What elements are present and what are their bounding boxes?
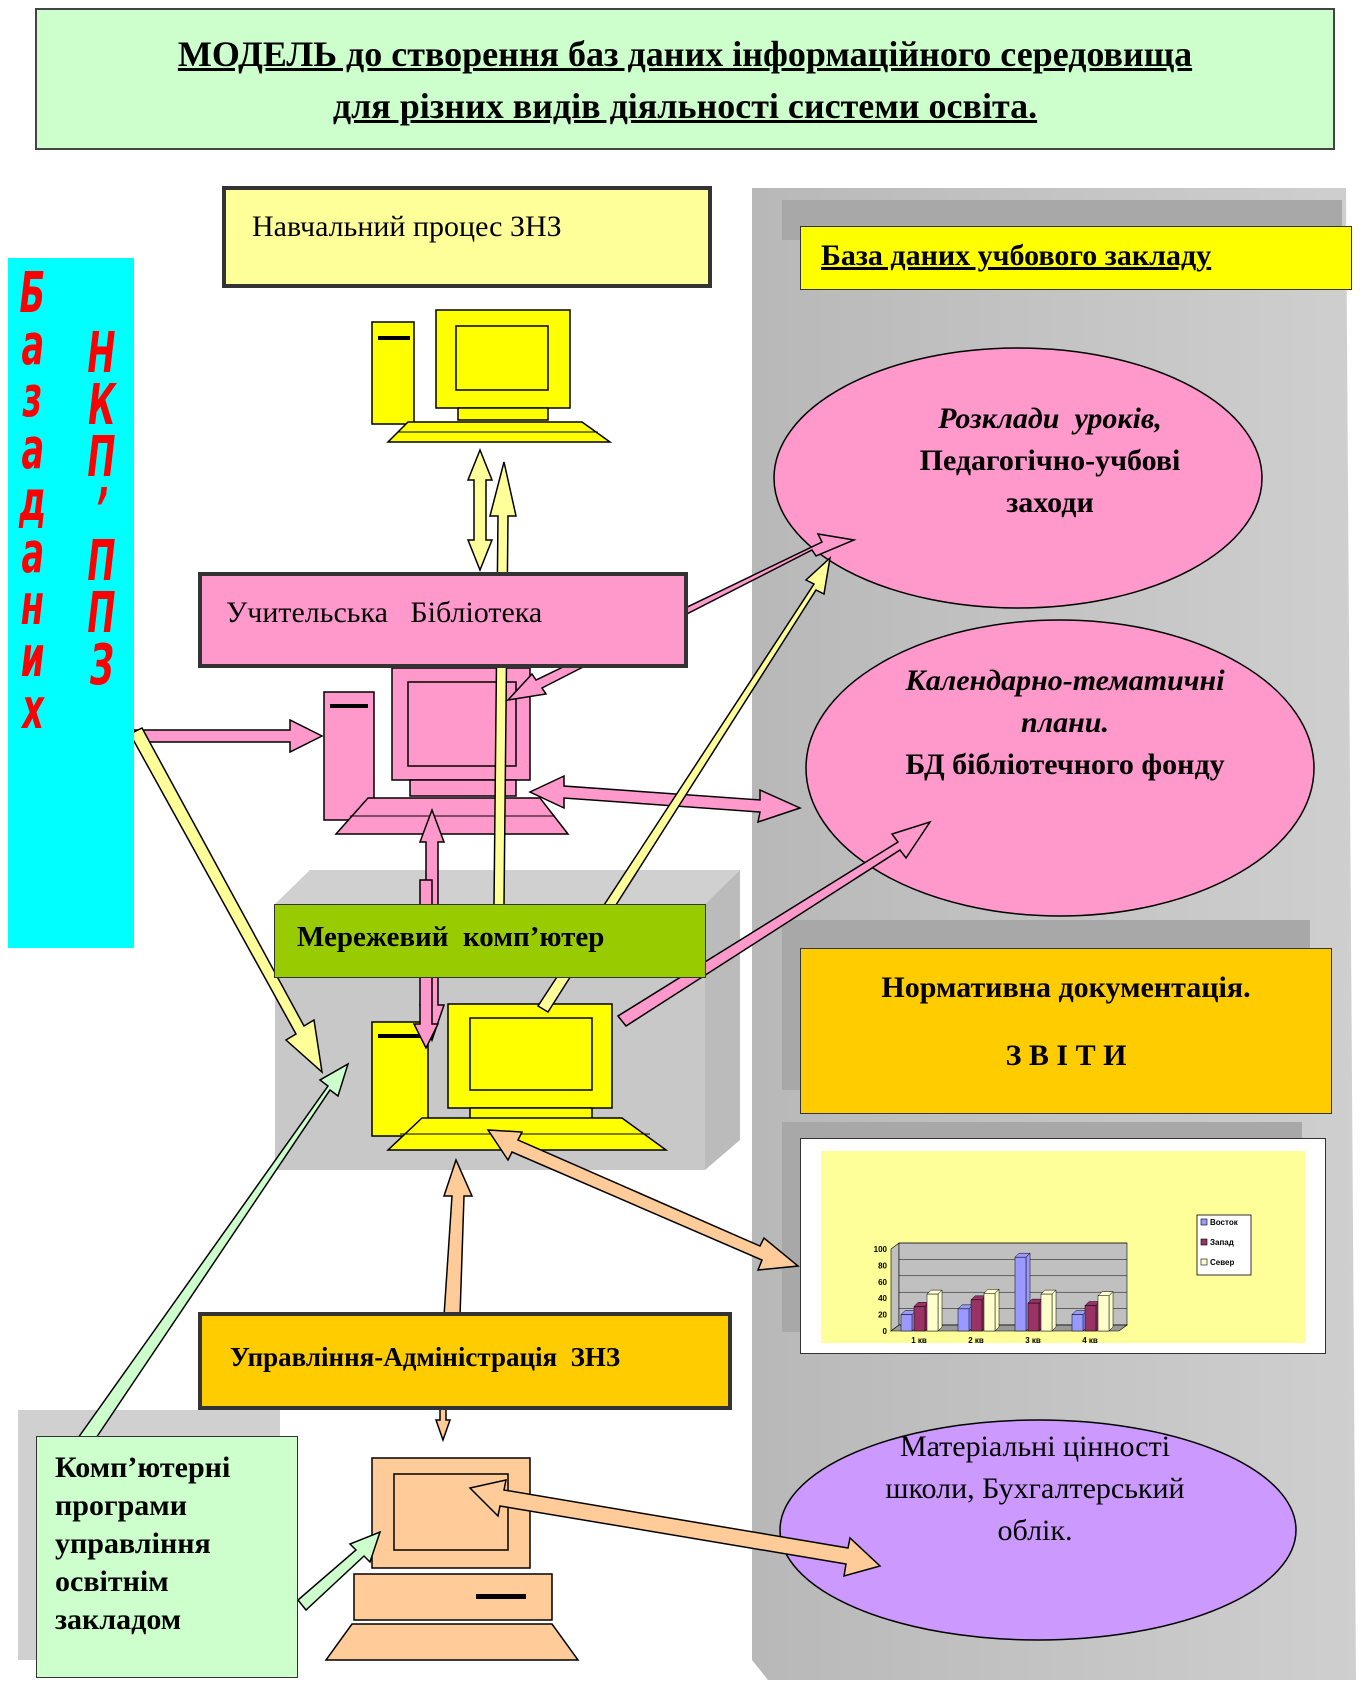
chart-bar — [1071, 1314, 1084, 1332]
vertical-col2-letter: ’ — [95, 477, 108, 542]
chart-legend-swatch — [1200, 1218, 1208, 1226]
vertical-col2-letter: З — [89, 633, 114, 698]
chart-legend-label: Восток — [1210, 1218, 1239, 1227]
chart-side-wall — [890, 1242, 900, 1332]
computer-icon-admin — [324, 1457, 580, 1661]
chart-x-tick: 2 кв — [968, 1336, 984, 1343]
chart-bar — [957, 1308, 970, 1332]
ellipse-plans — [805, 619, 1315, 917]
administration-box: Управління-Адміністрація ЗНЗ — [198, 1312, 732, 1410]
chart-y-tick: 40 — [878, 1294, 887, 1303]
plans-italic: Календарно-тематичні плани. — [905, 664, 1225, 739]
vertical-col1-letter: д — [19, 469, 47, 534]
teacher-library-label: Учительська Бібліотека — [226, 596, 543, 629]
chart-bar — [926, 1293, 939, 1332]
network-computer-box: Мережевий комп’ютер — [274, 904, 706, 978]
chart-x-tick: 4 кв — [1082, 1336, 1098, 1343]
vertical-col2-letter: Н — [87, 321, 116, 386]
chart-x-tick: 1 кв — [911, 1336, 927, 1343]
vertical-col1-letter: а — [21, 417, 44, 482]
chart-y-tick: 0 — [883, 1327, 888, 1336]
chart-y-tick: 100 — [874, 1245, 888, 1254]
vertical-col1-letter: а — [21, 521, 44, 586]
teacher-library-box: Учительська Бібліотека — [198, 572, 688, 668]
chart-x-tick: 3 кв — [1025, 1336, 1041, 1343]
programs-box: Комп’ютерні програми управління освітнім… — [36, 1436, 298, 1678]
chart-bar-side — [1051, 1289, 1057, 1332]
chart-bar-side — [937, 1289, 943, 1332]
chart-legend-label: Запад — [1210, 1238, 1234, 1247]
vertical-col2-letter: К — [87, 373, 116, 438]
vertical-col2-letter: П — [87, 581, 116, 646]
vertical-col1-letter: Б — [19, 261, 46, 326]
chart-bar — [970, 1299, 983, 1332]
chart-y-tick: 60 — [878, 1278, 887, 1287]
learning-process-box: Навчальний процес ЗНЗ — [222, 186, 712, 288]
chart-y-tick: 20 — [878, 1311, 887, 1320]
administration-label: Управління-Адміністрація ЗНЗ — [230, 1342, 621, 1372]
reports-label: З В І Т И — [1005, 1039, 1127, 1072]
ellipse-material-text: Матеріальні цінності школи, Бухгалтерськ… — [885, 1430, 1185, 1547]
vertical-col2-letter: П — [87, 529, 116, 594]
vertical-col2-letter: П — [87, 425, 116, 490]
network-block — [275, 870, 740, 904]
vertical-col1-letter: и — [20, 625, 45, 690]
ellipse-plans-text: Календарно-тематичні плани. БД бібліотеч… — [900, 660, 1230, 786]
chart-bar — [1084, 1305, 1097, 1332]
programs-label: Комп’ютерні програми управління освітнім… — [55, 1451, 231, 1636]
school-db-title-box: База даних учбового закладу — [800, 226, 1352, 290]
computer-icon-network — [371, 1003, 669, 1151]
chart-bar — [983, 1293, 996, 1332]
chart-bar — [900, 1314, 913, 1332]
school-db-title: База даних учбового закладу — [821, 239, 1212, 272]
chart-legend-label: Север — [1210, 1258, 1234, 1267]
chart-bar-side — [1108, 1291, 1114, 1332]
title-line-1: МОДЕЛЬ до створення баз даних інформацій… — [177, 34, 1193, 74]
chart-bar — [1027, 1302, 1040, 1332]
vertical-col1-letter: а — [21, 313, 44, 378]
schedules-italic: Розклади уроків, — [938, 402, 1162, 435]
computer-icon-top — [371, 309, 613, 443]
chart-bar-side — [994, 1288, 1000, 1332]
chart-bar — [1040, 1293, 1053, 1332]
chart-bar — [913, 1306, 926, 1332]
plans-rest: БД бібліотечного фонду — [905, 748, 1225, 781]
chart-legend-swatch — [1200, 1238, 1208, 1246]
normative-label: Нормативна документація. — [881, 971, 1251, 1004]
normative-box: Нормативна документація. З В І Т И — [800, 948, 1332, 1114]
title-line-2: для різних видів діяльності системи осві… — [332, 86, 1038, 126]
network-computer-label: Мережевий комп’ютер — [297, 921, 605, 953]
learning-process-label: Навчальний процес ЗНЗ — [252, 210, 562, 243]
vertical-col1-letter: х — [21, 677, 44, 742]
ellipse-schedules-text: Розклади уроків, Педагогічно-учбові захо… — [880, 398, 1220, 524]
computer-icon-library — [323, 667, 570, 835]
ellipse-material — [779, 1419, 1297, 1641]
schedules-rest: Педагогічно-учбові заходи — [919, 444, 1181, 519]
vertical-col1-letter: н — [21, 573, 45, 638]
vertical-col1-letter: з — [22, 365, 43, 430]
bar-chart: 0 20 40 60 80 100 1 кв 2 кв 3 кв 4 кв ВостокЗападС… — [874, 1214, 1252, 1345]
chart-y-tick: 80 — [878, 1261, 887, 1270]
ellipse-schedules — [773, 347, 1263, 609]
title-box: МОДЕЛЬ до створення баз даних інформацій… — [35, 8, 1335, 150]
chart-legend-swatch — [1200, 1258, 1208, 1266]
chart-bar — [1097, 1295, 1110, 1332]
chart-bar — [1014, 1256, 1027, 1332]
